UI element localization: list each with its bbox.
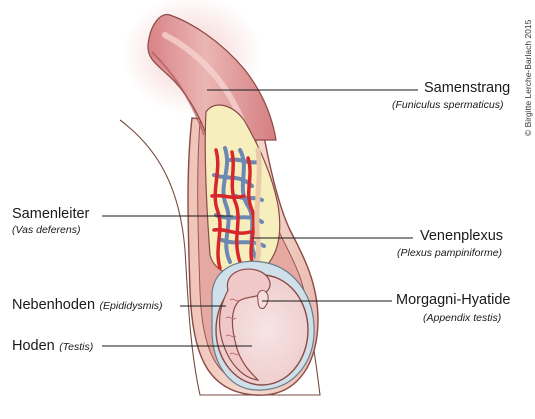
appendix-testis — [257, 289, 269, 309]
cord-shadow — [151, 51, 205, 136]
label-venenplexus: Venenplexus — [420, 228, 504, 244]
label-morgagni-latin: (Appendix testis) — [423, 312, 502, 324]
label-hoden: Hoden — [12, 338, 55, 354]
label-nebenhoden-latin: (Epididysmis) — [99, 300, 163, 312]
label-morgagni: Morgagni-Hyatide — [396, 292, 511, 308]
epididymis-body — [218, 268, 271, 381]
label-hoden-latin: (Testis) — [59, 341, 94, 353]
arteries — [210, 148, 256, 270]
label-hoden-row: Hoden (Testis) — [12, 338, 93, 354]
label-samenleiter: Samenleiter — [12, 206, 90, 222]
epididymis-ruffle — [225, 298, 241, 356]
copyright-notice: © Birgitte Lerche-Barlach 2015 — [523, 19, 533, 136]
label-nebenhoden-row: Nebenhoden (Epididysmis) — [12, 297, 163, 313]
label-samenstrang: Samenstrang — [424, 80, 511, 96]
leader-lines — [102, 89, 418, 347]
label-samenleiter-latin: (Vas deferens) — [12, 224, 81, 236]
label-venenplexus-latin: (Plexus pampiniforme) — [397, 247, 503, 259]
label-samenstrang-latin: (Funiculus spermaticus) — [392, 99, 504, 111]
label-nebenhoden: Nebenhoden — [12, 297, 96, 313]
